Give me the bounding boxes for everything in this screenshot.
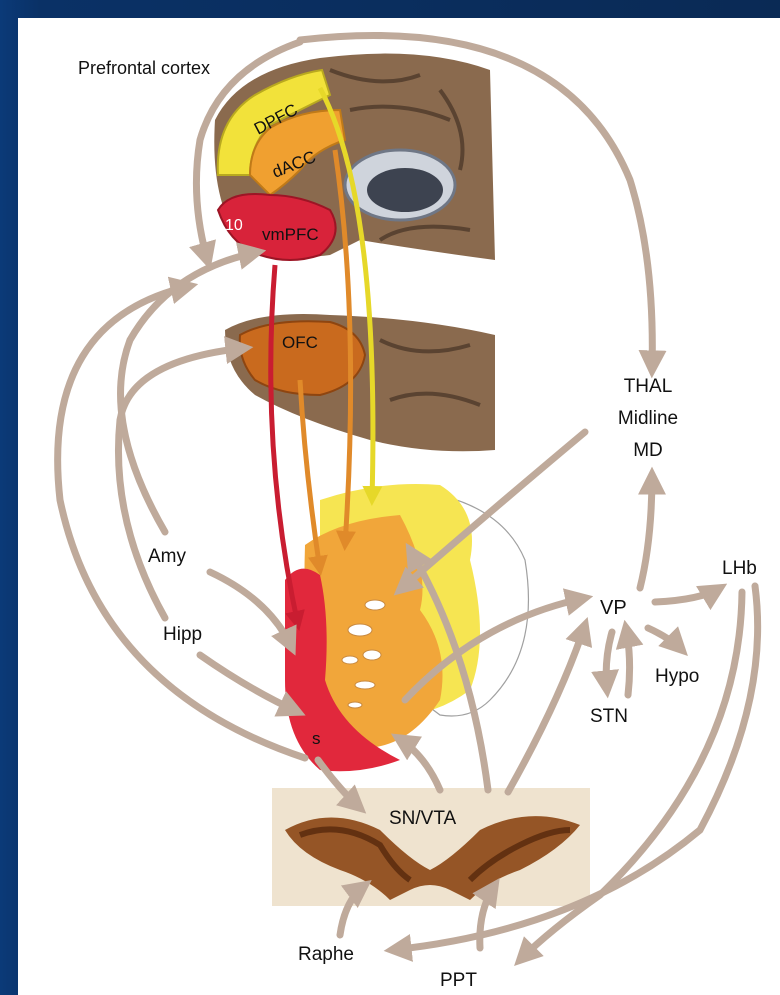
vp-to-thal-arrow bbox=[640, 475, 652, 588]
s-label: s bbox=[312, 729, 321, 748]
snvta-label: SN/VTA bbox=[389, 808, 457, 829]
hipp-to-striatum-arrow bbox=[200, 655, 298, 712]
hipp-label: Hipp bbox=[163, 624, 202, 645]
amy-to-striatum-arrow bbox=[210, 572, 292, 648]
amy-label: Amy bbox=[148, 546, 187, 567]
striatum bbox=[285, 484, 528, 771]
thal-md-label: MD bbox=[633, 440, 663, 461]
stn-label: STN bbox=[590, 706, 628, 727]
figure-panel: Prefrontal cortex DPFC dACC 10 vmPFC OFC… bbox=[18, 18, 780, 995]
lhb-label: LHb bbox=[722, 558, 757, 579]
ofc-label: OFC bbox=[282, 333, 318, 352]
vp-label: VP bbox=[600, 597, 627, 619]
hypo-label: Hypo bbox=[655, 666, 699, 687]
vp-to-lhb-arrow bbox=[655, 588, 720, 602]
amy-to-vmpfc-arrow bbox=[121, 252, 258, 532]
snvta-to-striatum-arrow bbox=[398, 738, 440, 790]
circuit-diagram: Prefrontal cortex DPFC dACC 10 vmPFC OFC… bbox=[18, 18, 780, 995]
area10-label: 10 bbox=[225, 217, 243, 234]
ppt-label: PPT bbox=[440, 970, 477, 991]
prefrontal-cortex-label: Prefrontal cortex bbox=[78, 58, 210, 78]
snvta-histology-image bbox=[272, 788, 590, 906]
thal-label: THAL bbox=[624, 376, 673, 397]
stn-to-vp-arrow bbox=[626, 628, 630, 695]
vmpfc-label: vmPFC bbox=[262, 225, 319, 244]
raphe-label: Raphe bbox=[298, 944, 354, 965]
vp-to-stn-arrow bbox=[606, 632, 612, 690]
thal-midline-label: Midline bbox=[618, 408, 678, 429]
vp-to-hypo-arrow bbox=[648, 628, 682, 650]
